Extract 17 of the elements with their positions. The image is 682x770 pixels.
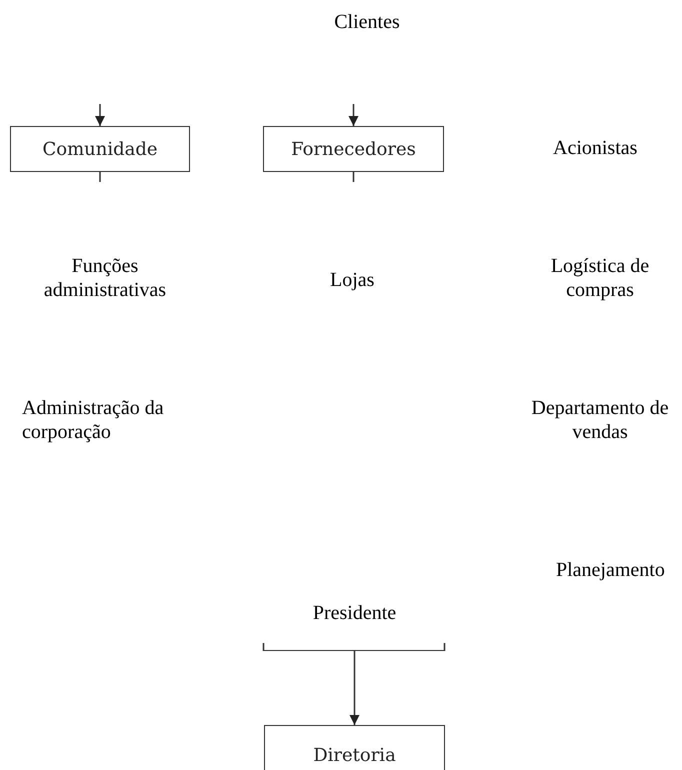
department-label: Acionistas xyxy=(553,136,638,160)
comunidade-box: Comunidade xyxy=(10,126,190,172)
department-label: Planejamento xyxy=(556,558,666,582)
department-label: Funções administrativas xyxy=(42,254,168,302)
diretoria-box: Diretoria xyxy=(264,725,445,770)
arrow xyxy=(350,651,360,725)
department-label: Departamento de vendas xyxy=(530,396,670,444)
fornecedores-box: Fornecedores xyxy=(263,126,444,172)
department-label: Clientes xyxy=(333,10,401,34)
department-label: Lojas xyxy=(330,268,376,292)
presidente-box: Presidente xyxy=(264,600,445,651)
connector-line xyxy=(99,172,101,182)
department-label: Logística de compras xyxy=(550,254,650,302)
arrow xyxy=(95,104,105,126)
arrow xyxy=(348,104,358,126)
connector-line xyxy=(352,172,354,182)
department-label: Administração da corporação xyxy=(22,396,165,444)
